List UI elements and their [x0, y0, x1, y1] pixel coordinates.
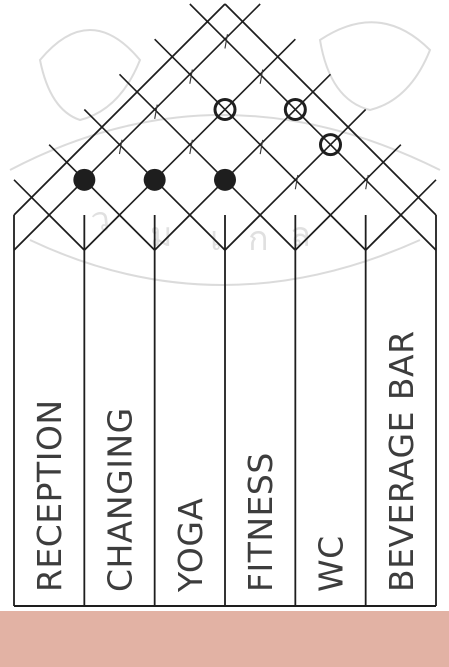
column-top: [366, 215, 436, 250]
no-adjacency-dash: —: [214, 32, 235, 51]
matrix-right-edge: [225, 4, 436, 215]
column-label: BEVERAGE BAR: [382, 330, 421, 592]
column-label: WC: [312, 535, 351, 592]
svg-text:เ: เ: [210, 219, 222, 259]
no-adjacency-dash: —: [179, 137, 200, 156]
strong-adjacency-dot: [144, 169, 166, 191]
footer-band: [0, 611, 449, 667]
column-label: FITNESS: [241, 452, 280, 592]
matrix-cells: — — — — — — — — —: [73, 32, 376, 192]
no-adjacency-dash: —: [355, 172, 376, 191]
no-adjacency-dash: —: [285, 172, 306, 191]
column-top: [14, 215, 84, 250]
strong-adjacency-dot: [214, 169, 236, 191]
column-label: YOGA: [171, 498, 210, 593]
strong-adjacency-dot: [73, 169, 95, 191]
no-adjacency-dash: —: [250, 137, 271, 156]
column-label: RECEPTION: [30, 399, 69, 592]
column-label: CHANGING: [101, 407, 140, 592]
no-adjacency-dash: —: [250, 67, 271, 86]
matrix-diagonal-line: [155, 39, 331, 215]
no-adjacency-dash: —: [144, 102, 165, 121]
no-adjacency-dash: —: [109, 137, 130, 156]
space-columns: [14, 215, 436, 606]
matrix-left-edge: [14, 4, 225, 215]
matrix-diagonal-line: [120, 39, 296, 215]
no-adjacency-dash: —: [179, 67, 200, 86]
